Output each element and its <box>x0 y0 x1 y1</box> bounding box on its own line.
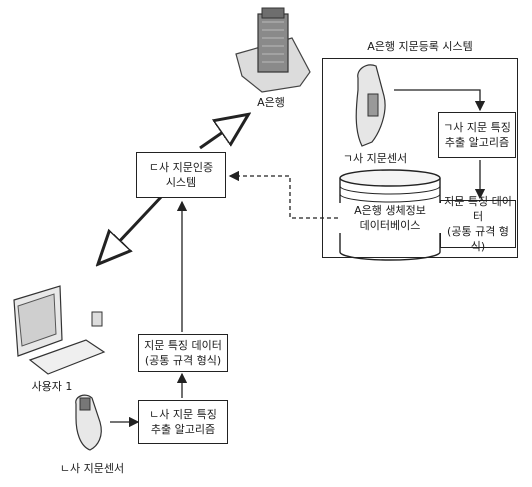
registration-feature-data-box: 지문 특징 데이터 (공통 규격 형식) <box>440 200 516 248</box>
auth-system-line-1: ㄷ사 지문인증 <box>149 160 213 175</box>
a-bank-label: A은행 <box>243 94 299 110</box>
user-algorithm-line-1: ㄴ사 지문 특징 <box>149 407 217 422</box>
user-feature-data-box: 지문 특징 데이터 (공통 규격 형식) <box>138 334 228 372</box>
user-algorithm-box: ㄴ사 지문 특징 추출 알고리즘 <box>138 400 228 444</box>
auth-system-line-2: 시스템 <box>166 175 196 190</box>
user-feature-line-2: (공통 규격 형식) <box>145 353 221 368</box>
database-label-line-2: 데이터베이스 <box>338 218 442 233</box>
database-label-line-1: A은행 생체정보 <box>338 203 442 218</box>
auth-to-user-arrow <box>100 196 162 262</box>
bank-building-icon <box>236 8 310 92</box>
registration-feature-line-2: (공통 규격 형식) <box>441 224 515 254</box>
user-algorithm-line-2: 추출 알고리즘 <box>151 422 215 437</box>
user-feature-line-1: 지문 특징 데이터 <box>144 338 222 353</box>
user-sensor-label: ㄴ사 지문센서 <box>52 460 132 476</box>
registration-algorithm-line-2: 추출 알고리즘 <box>445 135 509 150</box>
user-computer-icon <box>14 286 104 374</box>
user-label: 사용자 1 <box>22 378 82 394</box>
user-fingerprint-sensor-icon <box>76 395 101 450</box>
auth-system-box: ㄷ사 지문인증 시스템 <box>136 152 226 198</box>
auth-to-bank-arrow <box>200 116 246 148</box>
registration-algorithm-box: ㄱ사 지문 특징 추출 알고리즘 <box>438 112 516 158</box>
registration-feature-line-1: 지문 특징 데이터 <box>441 194 515 224</box>
registration-sensor-label: ㄱ사 지문센서 <box>340 150 410 166</box>
registration-system-title: A은행 지문등록 시스템 <box>330 38 510 54</box>
registration-algorithm-line-1: ㄱ사 지문 특징 <box>443 120 511 135</box>
database-label: A은행 생체정보 데이터베이스 <box>338 203 442 233</box>
